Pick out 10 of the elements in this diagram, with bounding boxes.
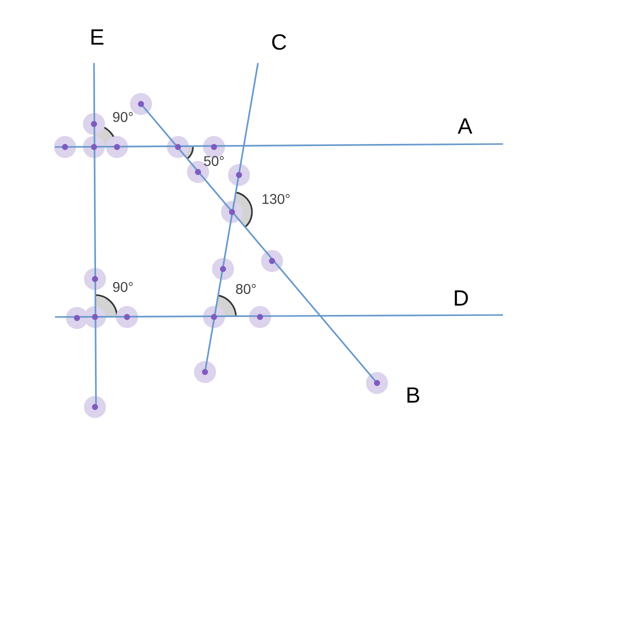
angle-label: 90° <box>113 112 133 122</box>
angle-label: 50° <box>204 156 224 166</box>
angle-label: 130° <box>262 194 290 204</box>
angle-label: 80° <box>236 284 256 294</box>
line-label: D <box>454 290 468 306</box>
line-label: C <box>272 34 286 50</box>
line-label: E <box>91 29 104 45</box>
line-label: A <box>458 118 472 134</box>
line-label: B <box>407 387 420 403</box>
angle-label: 90° <box>113 282 133 292</box>
